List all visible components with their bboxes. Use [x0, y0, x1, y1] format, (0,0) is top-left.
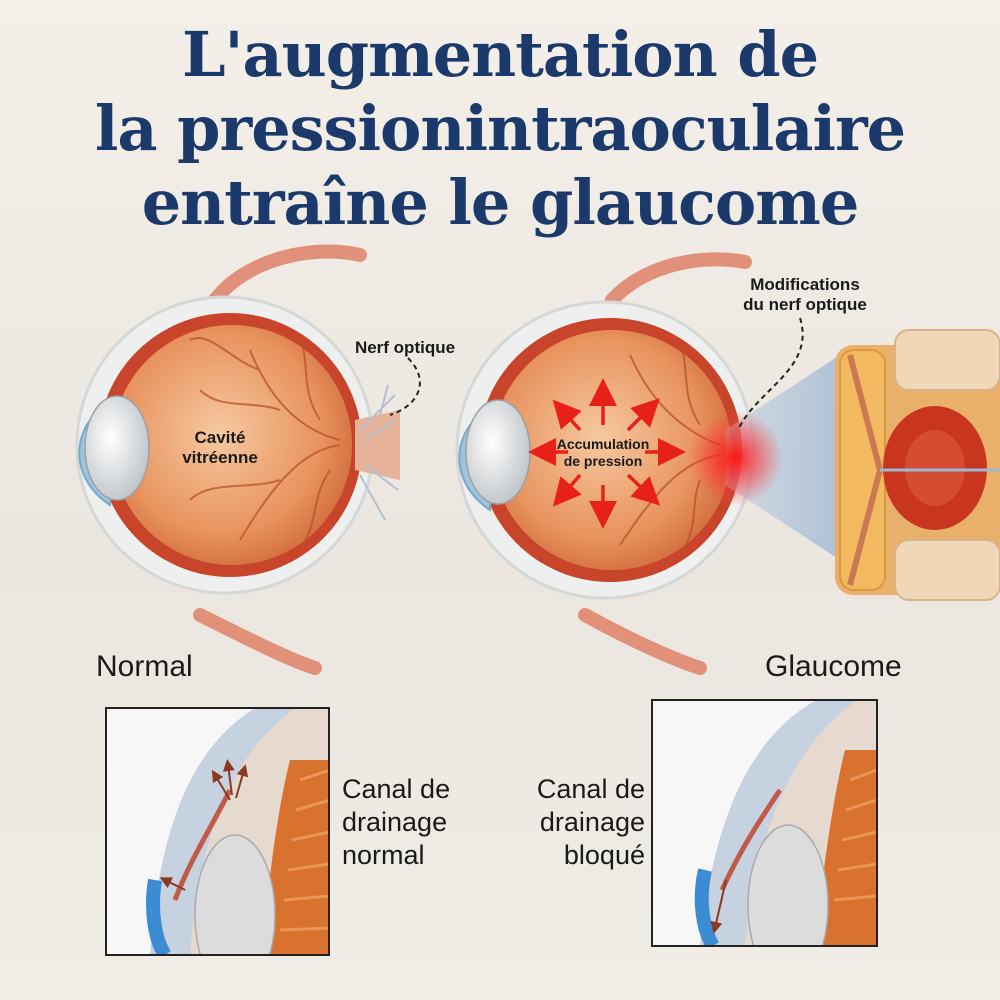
- glaucoma-eye: [455, 252, 840, 675]
- label-nerf-optique: Nerf optique: [354, 338, 456, 357]
- label-glaucome: Glaucome: [765, 650, 902, 683]
- label-modifications-line-1: Modifications: [750, 275, 860, 294]
- inset-normal-drainage: [105, 707, 330, 956]
- label-modifications-nerf: Modifications du nerf optique: [715, 275, 895, 315]
- label-normal: Normal: [96, 650, 193, 683]
- title-line-3: entraîne le glaucome: [141, 166, 860, 239]
- inset-blocked-drainage: [651, 699, 878, 947]
- label-modifications-line-2: du nerf optique: [743, 295, 867, 314]
- caption-blocked-line-3: bloqué: [563, 840, 645, 870]
- caption-blocked-drainage: Canal de drainage bloqué: [500, 773, 645, 872]
- label-cavite-line-1: Cavité: [194, 428, 246, 447]
- caption-normal-line-3: normal: [342, 840, 425, 870]
- label-cavite-line-2: vitréenne: [182, 448, 258, 467]
- caption-normal-drainage: Canal de drainage normal: [342, 773, 450, 872]
- caption-normal-line-2: drainage: [342, 807, 448, 837]
- title-line-2: la pressionintraoculaire: [94, 92, 906, 165]
- label-accumulation-pression: Accumulation de pression: [548, 436, 658, 470]
- caption-normal-line-1: Canal de: [342, 774, 451, 804]
- caption-blocked-line-2: drainage: [539, 807, 645, 837]
- label-accumulation-line-1: Accumulation: [556, 436, 650, 452]
- optic-nerve-cross-section: [835, 329, 1000, 601]
- caption-blocked-line-1: Canal de: [536, 774, 645, 804]
- label-cavite-vitreenne: Cavité vitréenne: [160, 428, 280, 468]
- normal-eye: [75, 244, 421, 675]
- label-accumulation-line-2: de pression: [563, 453, 643, 469]
- page-title: L'augmentation de la pressionintraoculai…: [0, 18, 1000, 240]
- title-line-1: L'augmentation de: [181, 18, 819, 91]
